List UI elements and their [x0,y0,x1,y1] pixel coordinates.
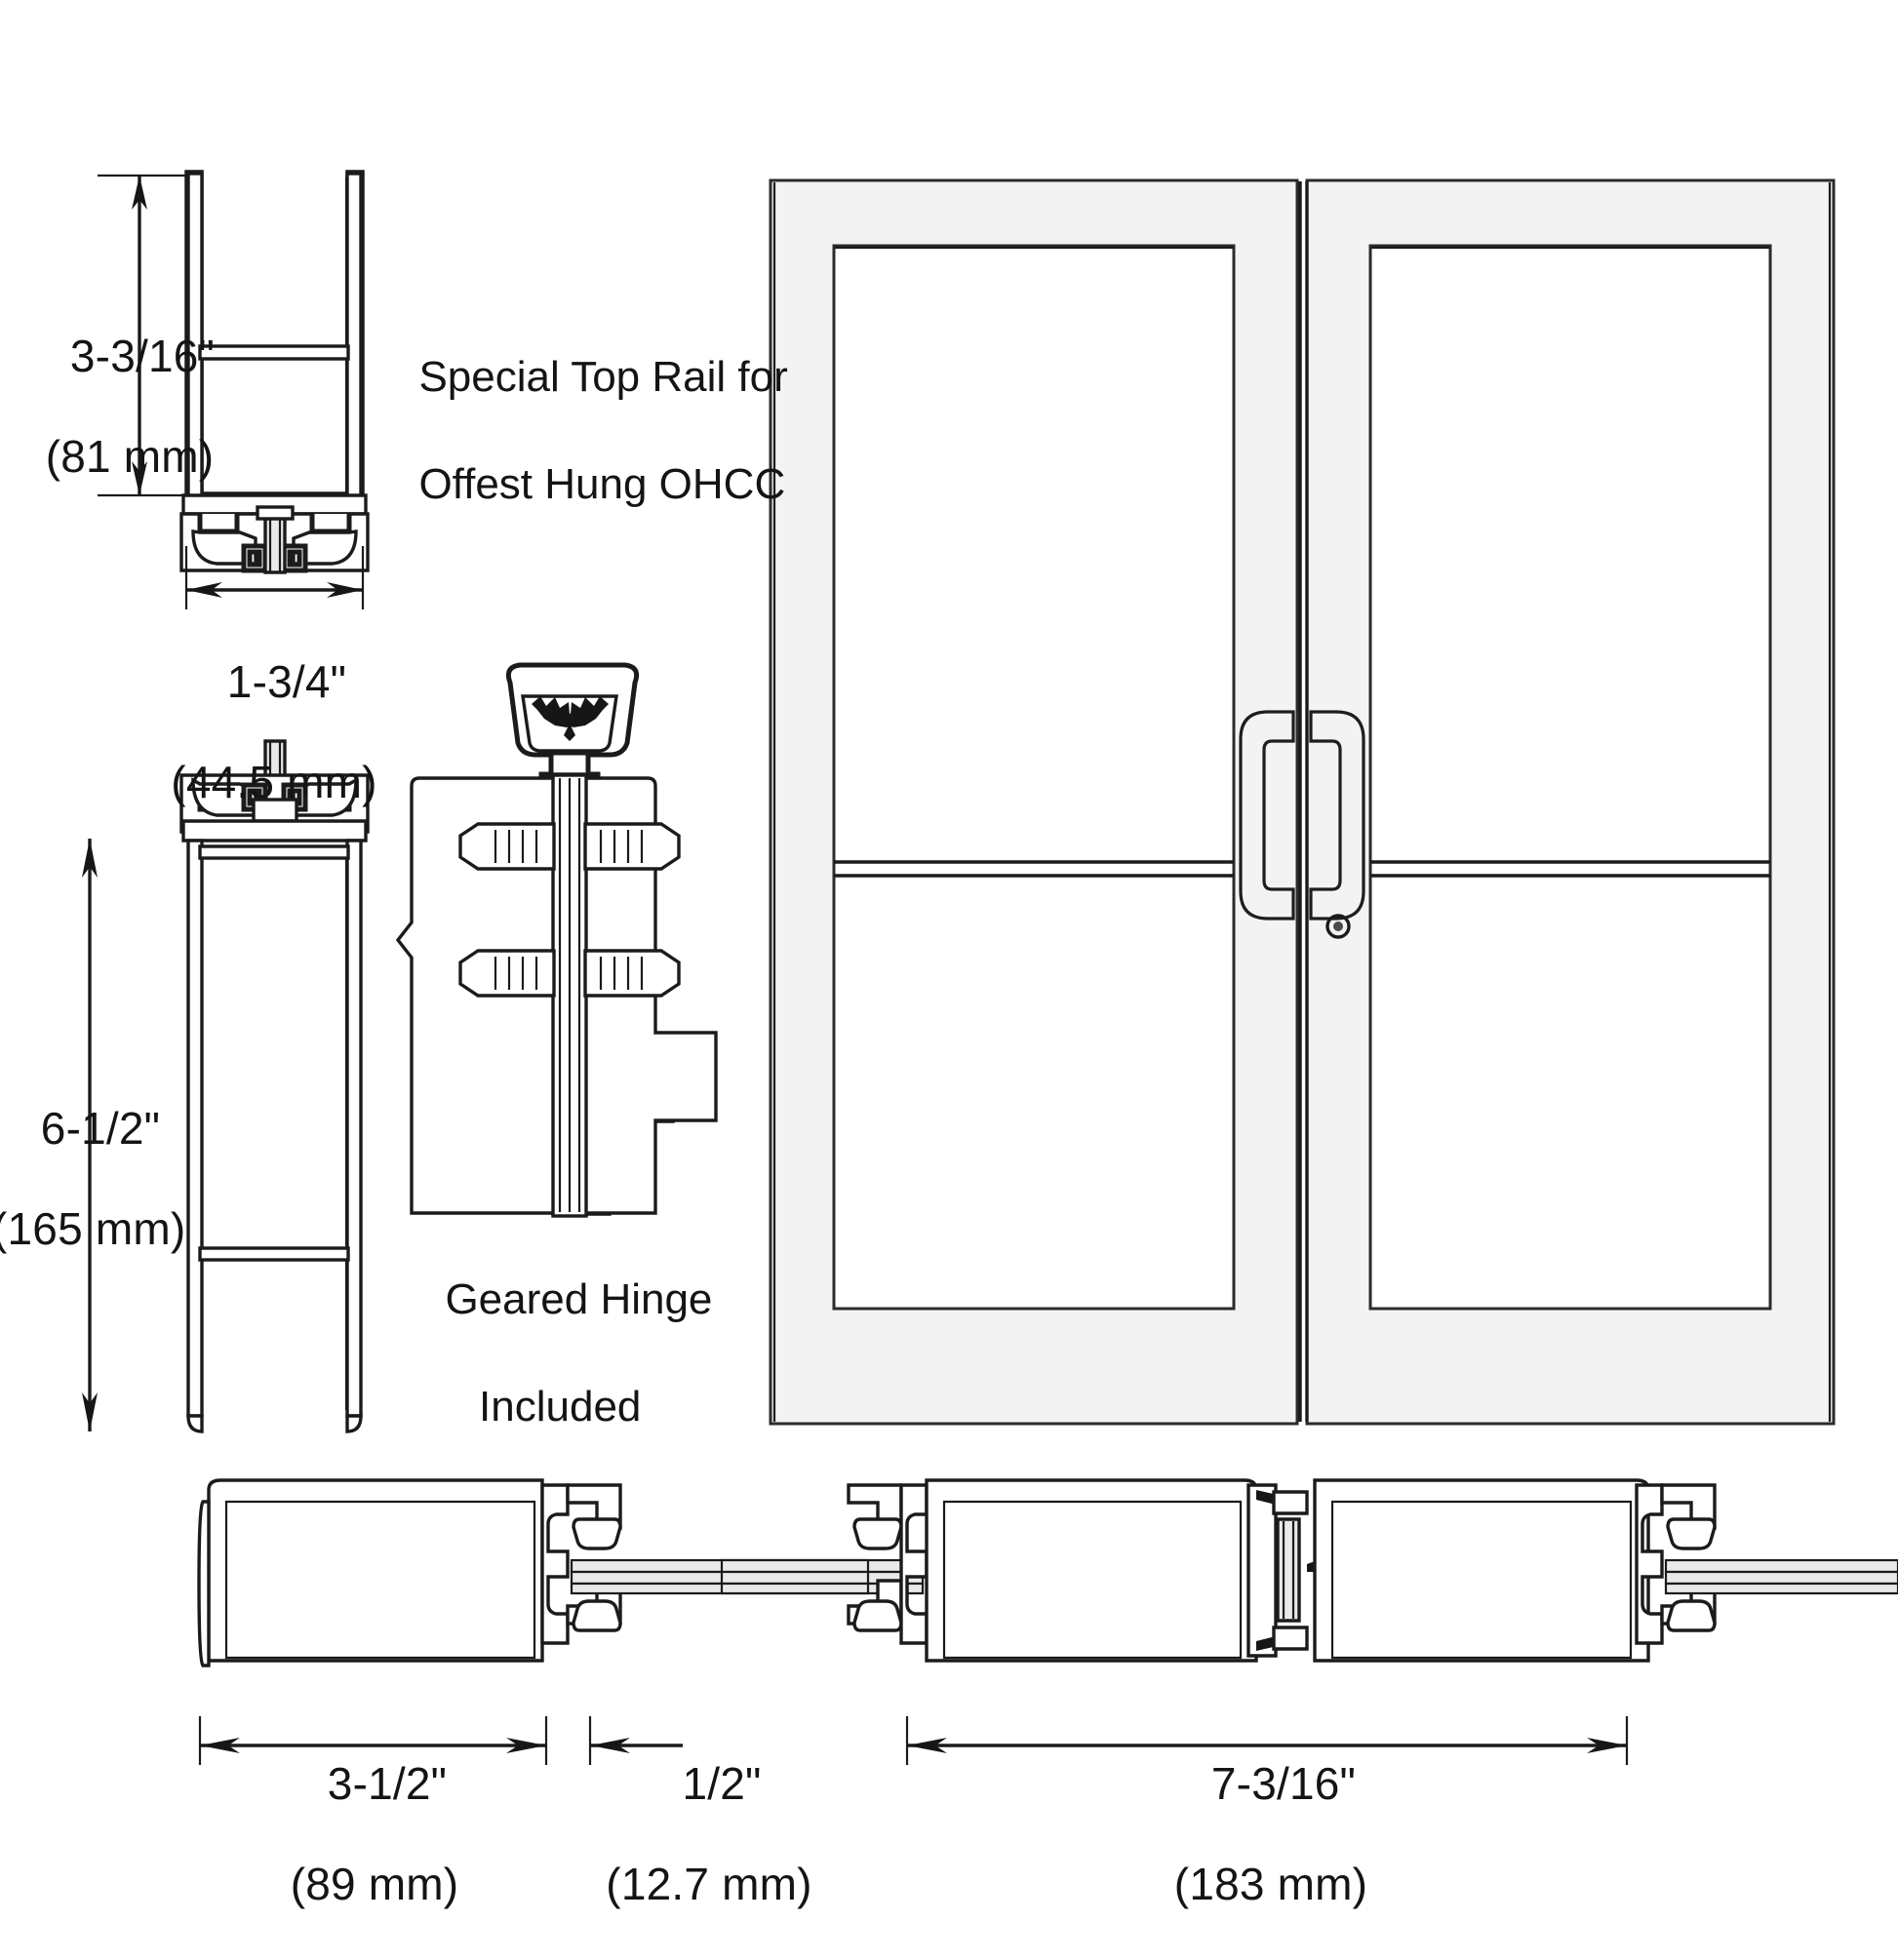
note-geared-hinge: Geared Hinge Included [421,1219,712,1433]
dimension-imperial: 3-1/2" [327,1757,448,1809]
note-line-1: Special Top Rail for [418,353,788,401]
bottom-rail-section-view [82,739,370,1433]
meeting-stiles-plan-section [720,1478,1898,1765]
dimension-bottom-rail-height: 6-1/2" (165 mm) [0,1053,186,1305]
door-leaf-left [769,178,1299,1426]
technical-drawing-canvas [82,170,1898,1765]
cylinder-lock[interactable] [1325,914,1351,939]
dimension-meeting-stiles: 7-3/16" (183 mm) [1149,1708,1393,1960]
dimension-metric: (44.5 mm) [171,756,377,807]
dimension-metric: (165 mm) [0,1202,186,1254]
drawing-sheet: 3-3/16" (81 mm) Special Top Rail for Off… [0,170,1898,1908]
note-line-2: Offest Hung OHCC [418,460,786,508]
dimension-top-rail-width: 1-3/4" (44.5 mm) [164,607,384,858]
dimension-imperial: 1/2" [682,1757,762,1809]
dimension-imperial: 1-3/4" [226,655,347,707]
dimension-glass-stop: 1/2" (12.7 mm) [605,1708,813,1960]
dimension-imperial: 3-3/16" [69,330,216,381]
dimension-metric: (81 mm) [45,430,215,482]
note-line-2: Included [479,1383,642,1431]
dimension-metric: (89 mm) [290,1858,459,1909]
dimension-metric: (12.7 mm) [606,1858,812,1909]
note-line-1: Geared Hinge [445,1275,713,1323]
top-rail-section-view [98,170,370,609]
door-pair-elevation-view [769,178,1836,1426]
pull-handle-left[interactable] [1239,710,1295,921]
note-special-top-rail: Special Top Rail for Offest Hung OHCC [395,296,788,511]
dimension-stile-width: 3-1/2" (89 mm) [261,1708,488,1960]
dimension-imperial: 6-1/2" [40,1102,161,1154]
dimension-top-rail-height: 3-3/16" (81 mm) [27,281,232,532]
geared-hinge-section-view [395,662,718,1218]
pull-handle-right[interactable] [1309,710,1365,921]
door-leaf-right [1305,178,1836,1426]
dimension-metric: (183 mm) [1173,1858,1368,1909]
dimension-imperial: 7-3/16" [1210,1757,1357,1809]
